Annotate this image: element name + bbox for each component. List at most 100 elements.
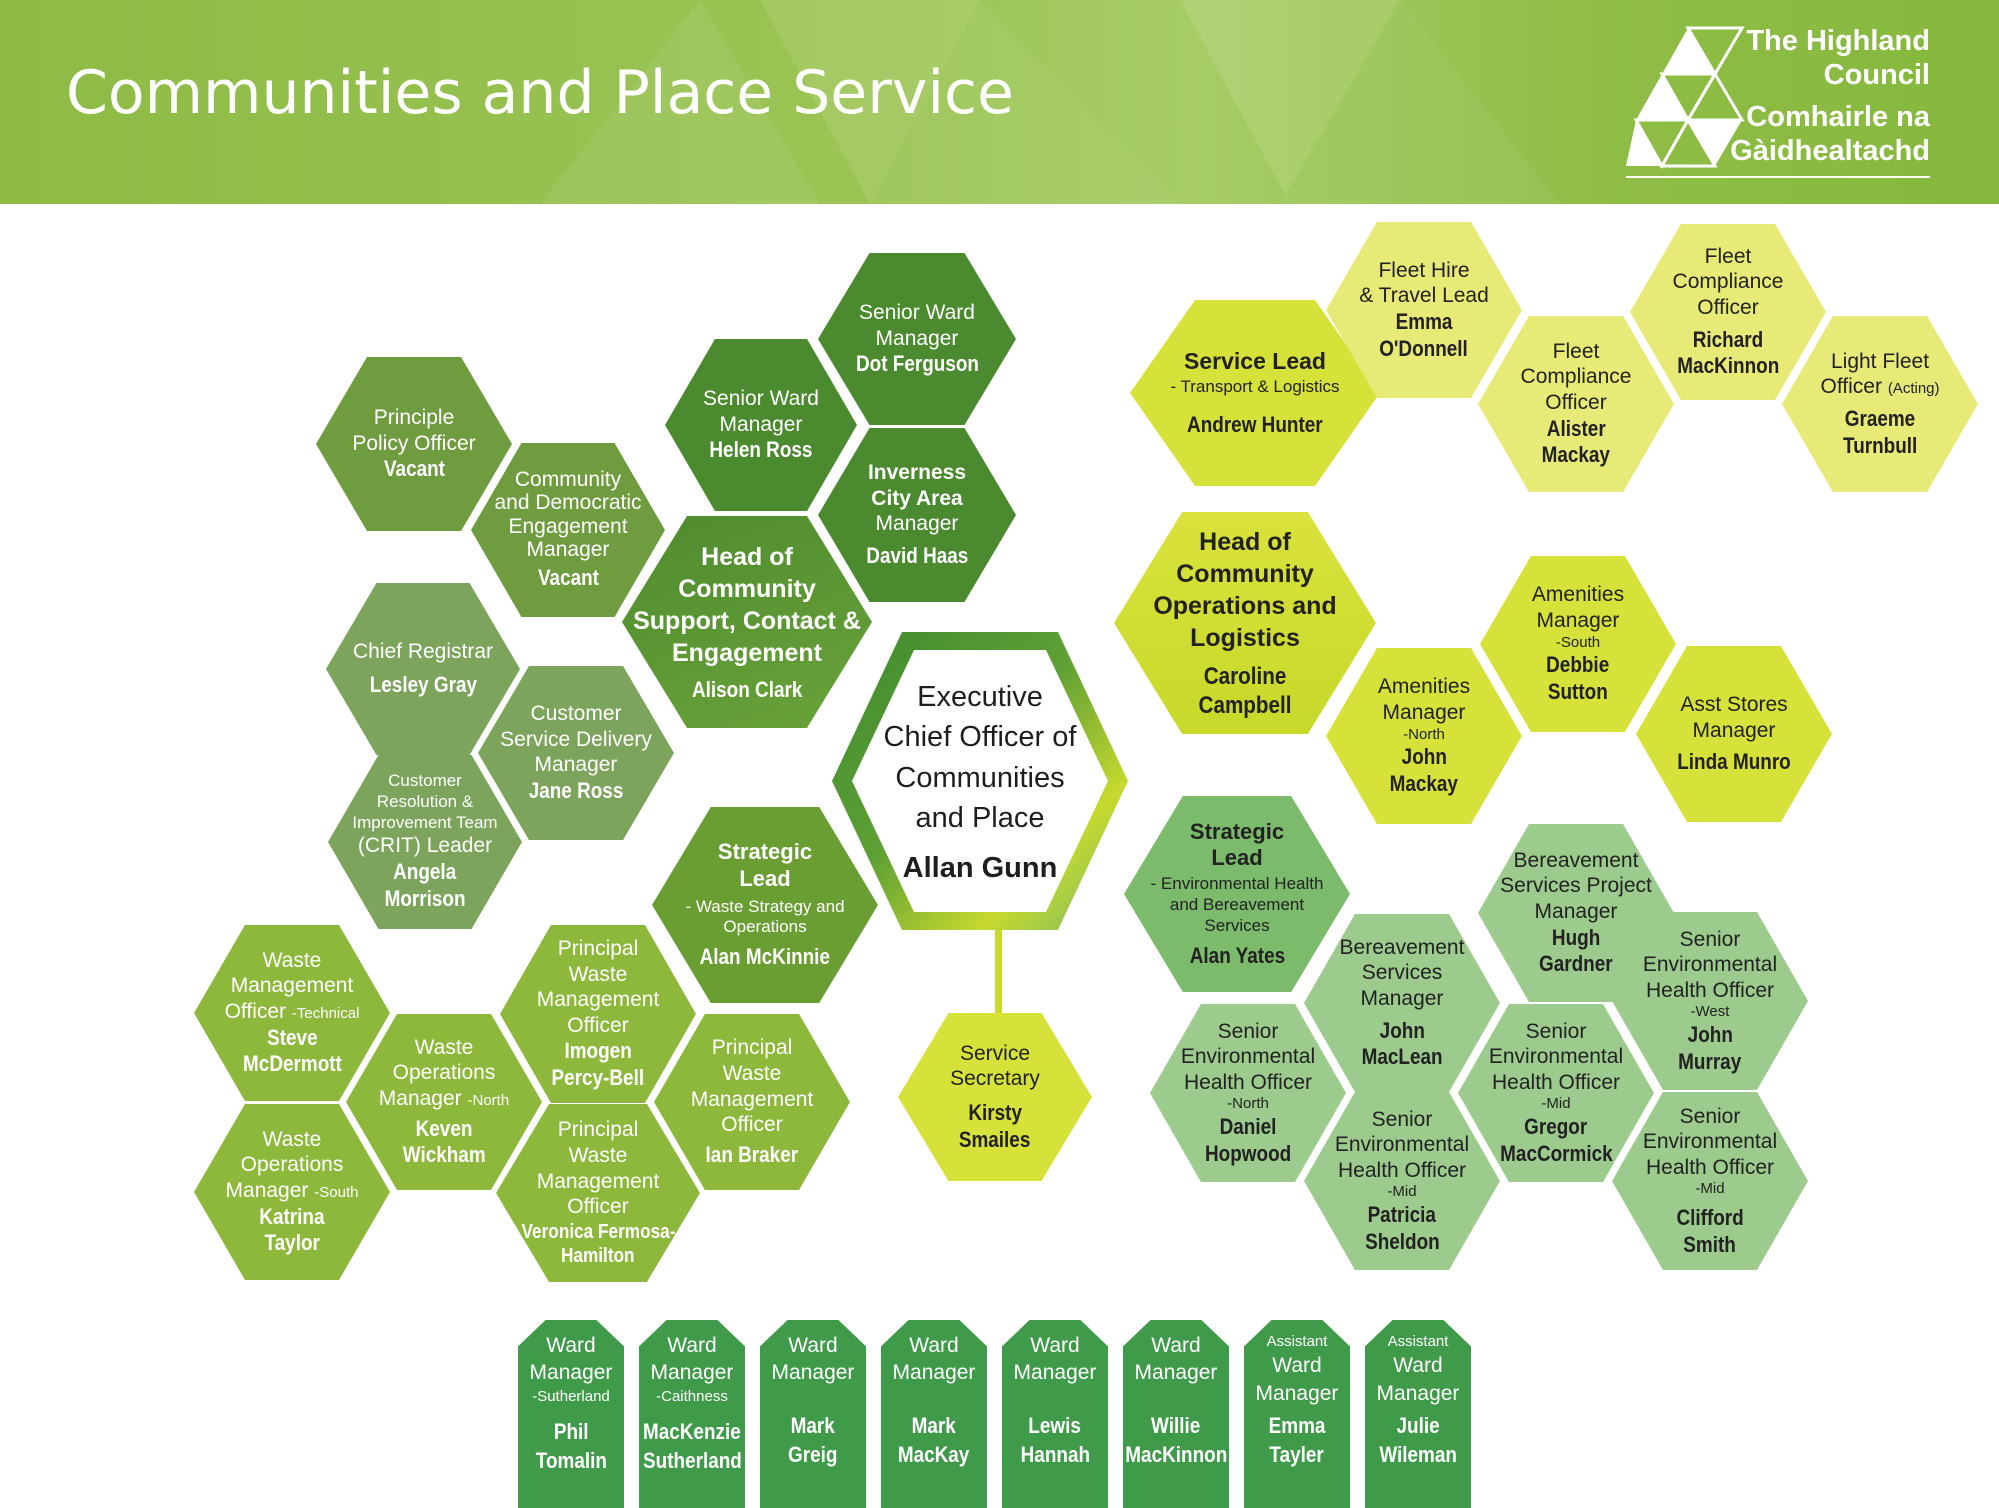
hex-title: Waste	[568, 962, 628, 986]
hex-name: Sheldon	[1364, 1228, 1440, 1254]
logo-underline	[1626, 176, 1930, 178]
ward-manager-tab: Ward Manager Willie MacKinnon	[1123, 1320, 1229, 1508]
hex-title: Lead	[739, 865, 791, 891]
hex-name: John	[1401, 743, 1447, 769]
hex-title: Environmental	[1488, 1045, 1624, 1069]
asst-stores-manager-hex: Asst Stores Manager Linda Munro	[1636, 646, 1832, 822]
hex-name: Katrina	[259, 1203, 325, 1229]
hex-name: Caroline	[1203, 662, 1287, 690]
hex-title: Management	[230, 974, 354, 998]
hex-subtitle: Services	[1204, 915, 1270, 935]
hex-name: Hamilton	[561, 1245, 635, 1268]
council-emblem-icon	[1626, 26, 1745, 170]
hex-qualifier: -South	[314, 1183, 359, 1201]
hex-title: Fleet Hire	[1378, 258, 1470, 282]
logo-text-line-3: Comhairle na	[1746, 101, 1930, 133]
waste-operations-manager-south-hex: Waste Operations Manager -South Katrina …	[194, 1104, 390, 1280]
hex-subtitle: - Transport & Logistics	[1170, 377, 1340, 397]
hex-title: Environmental	[1180, 1045, 1316, 1069]
hex-name: Kirsty	[968, 1099, 1022, 1125]
hex-title: Officer	[567, 1195, 629, 1219]
page-title: Communities and Place Service	[66, 58, 1014, 128]
principal-waste-management-officer-fermosa-hamilton-hex: Principal Waste Management Officer Veron…	[496, 1104, 700, 1282]
hex-title: Manager	[875, 326, 959, 350]
ward-title: Manager	[1255, 1381, 1339, 1405]
hex-name: Hopwood	[1204, 1140, 1292, 1166]
ward-name: Greig	[788, 1441, 838, 1467]
hex-name: Sutton	[1548, 678, 1608, 704]
hex-title: Officer	[1545, 390, 1607, 414]
hex-title: and Democratic	[494, 491, 642, 515]
ward-name: MacKinnon	[1125, 1441, 1227, 1467]
hex-name: Graeme	[1844, 405, 1916, 431]
hex-title: Waste	[262, 1127, 322, 1151]
hex-title: Engagement	[671, 638, 823, 667]
hex-title: (CRIT) Leader	[357, 834, 493, 858]
executive-name: Allan Gunn	[902, 851, 1058, 884]
hex-name: Gardner	[1539, 951, 1613, 977]
hex-title: Strategic	[1189, 818, 1285, 844]
ward-qualifier: -Sutherland	[532, 1387, 610, 1405]
ward-name: Willie	[1151, 1412, 1201, 1438]
executive-title-line-2: Chief Officer of	[883, 721, 1077, 754]
service-secretary-hex: Service Secretary Kirsty Smailes	[898, 1013, 1092, 1181]
hex-title: Bereavement	[1339, 935, 1465, 959]
hex-name: John	[1379, 1017, 1425, 1043]
ward-manager-tab: Ward Manager Mark MacKay	[881, 1320, 987, 1508]
hex-title: Senior	[1217, 1019, 1279, 1043]
ward-title: Manager	[1013, 1361, 1097, 1385]
hex-title: Light Fleet	[1830, 349, 1930, 373]
hex-name: MacKinnon	[1677, 353, 1779, 379]
hex-name: Vacant	[383, 456, 445, 482]
hex-qualifier: -Mid	[1541, 1095, 1571, 1113]
hex-title: Bereavement	[1513, 848, 1639, 872]
hex-title: Health Officer	[1492, 1070, 1620, 1094]
hex-name: O'Donnell	[1379, 335, 1469, 361]
hex-name: Mackay	[1389, 770, 1459, 796]
ward-title: Manager	[1134, 1361, 1218, 1385]
executive-title-line-3: Communities	[895, 761, 1065, 794]
hex-name: Turnbull	[1842, 432, 1918, 458]
hex-subtitle: and Bereavement	[1169, 895, 1305, 915]
hex-subtitle: Operations	[723, 917, 807, 937]
hex-name: Linda Munro	[1677, 749, 1791, 775]
hex-title: Manager	[1692, 718, 1776, 742]
page-header: Communities and Place Service The Highla…	[0, 0, 1999, 204]
hex-name: Dot Ferguson	[855, 351, 979, 377]
hex-name: Alison Clark	[691, 676, 803, 702]
hex-qualifier: -Technical	[291, 1004, 360, 1022]
head-of-community-operations-hex: Head of Community Operations and Logisti…	[1114, 512, 1376, 734]
hex-name: Daniel	[1219, 1113, 1277, 1139]
hex-title: Customer	[530, 702, 622, 726]
ward-title: Ward	[788, 1334, 838, 1357]
hex-title: Service Lead	[1184, 348, 1326, 375]
ward-name: Phil	[553, 1418, 589, 1444]
hex-qualifier: -Mid	[1387, 1183, 1417, 1201]
hex-title: Asst Stores	[1680, 692, 1788, 716]
hex-title: Principal	[557, 936, 639, 960]
ward-name: Mark	[911, 1412, 957, 1438]
ward-name: Mark	[790, 1412, 836, 1438]
hex-title: Head of	[1199, 527, 1291, 556]
hex-title: Senior Ward	[859, 300, 975, 324]
ward-title: Manager	[650, 1361, 734, 1385]
hex-title: Management	[690, 1087, 814, 1111]
hex-title: Senior	[1679, 1104, 1741, 1128]
hex-title: Manager	[875, 512, 959, 536]
senior-ward-manager-ferguson-hex: Senior Ward Manager Dot Ferguson	[818, 253, 1016, 425]
ward-title: Ward	[1030, 1334, 1080, 1357]
secretary-connector-line	[995, 930, 1002, 1015]
highland-council-logo: The Highland Council Comhairle na Gàidhe…	[1622, 24, 1942, 184]
ward-name: Tayler	[1269, 1441, 1325, 1467]
hex-qualifier: -West	[1690, 1003, 1730, 1021]
hex-title: Principle	[373, 405, 455, 429]
ward-name: Hannah	[1020, 1441, 1090, 1467]
hex-name: Smith	[1683, 1231, 1737, 1257]
fleet-compliance-officer-mackay-hex: Fleet Compliance Officer Alister Mackay	[1478, 316, 1674, 492]
ward-manager-tab: Ward Manager -Sutherland Phil Tomalin	[518, 1320, 624, 1508]
hex-title: Manager	[1382, 701, 1466, 725]
ward-name: Tomalin	[535, 1447, 607, 1473]
hex-title: Strategic	[717, 839, 813, 865]
ward-manager-tab: Ward Manager Lewis Hannah	[1002, 1320, 1108, 1508]
executive-hex-outline	[832, 632, 1128, 930]
